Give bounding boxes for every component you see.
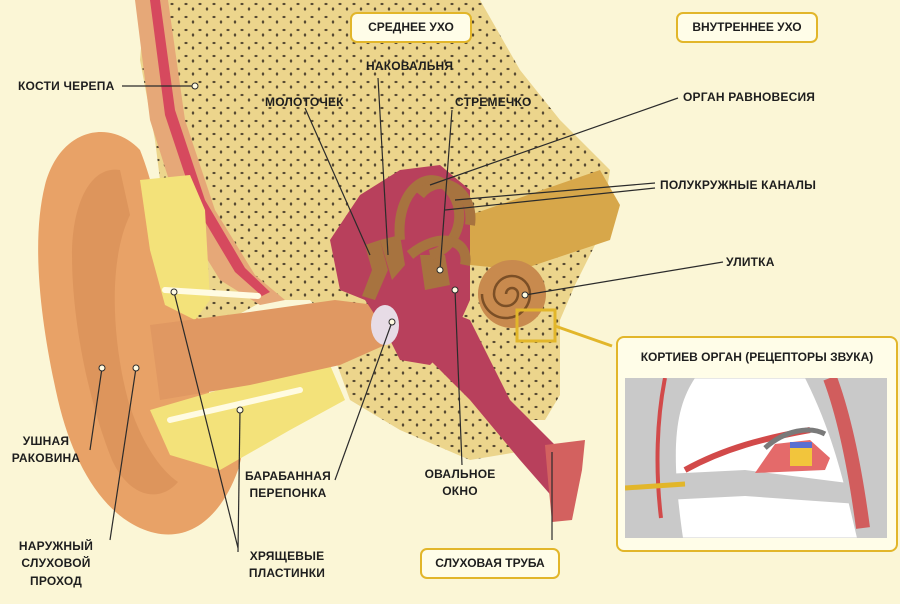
cartilage-plates	[140, 175, 345, 470]
skin-layer	[135, 0, 285, 305]
label-oval-window: ОВАЛЬНОЕ ОКНО	[418, 466, 502, 501]
label-auricle-line2: РАКОВИНА	[11, 451, 81, 466]
label-ear-canal: НАРУЖНЫЙ СЛУХОВОЙ ПРОХОД	[10, 538, 102, 590]
label-oval-window-line2: ОКНО	[442, 484, 478, 499]
organ-of-corti-illustration	[625, 378, 887, 538]
label-ear-canal-line3: ПРОХОД	[30, 573, 82, 588]
label-cochlea: УЛИТКА	[726, 255, 775, 269]
label-cartilage-plates: ХРЯЩЕВЫЕ ПЛАСТИНКИ	[244, 548, 330, 583]
semicircular-canals	[394, 175, 476, 266]
label-vestibular-organ: ОРГАН РАВНОВЕСИЯ	[683, 90, 816, 104]
label-eardrum-line2: ПЕРЕПОНКА	[249, 486, 327, 501]
cochlea	[478, 260, 546, 328]
label-malleus: МОЛОТОЧЕК	[265, 95, 344, 109]
ear-canal	[150, 300, 385, 400]
label-eardrum: БАРАБАННАЯ ПЕРЕПОНКА	[240, 468, 336, 503]
leader-lines	[89, 77, 724, 553]
middle-ear-header: СРЕДНЕЕ УХО	[350, 12, 472, 43]
label-skull-bones: КОСТИ ЧЕРЕПА	[18, 79, 115, 93]
label-incus: НАКОВАЛЬНЯ	[366, 59, 454, 73]
highlight-connector	[554, 324, 613, 348]
label-ear-canal-line1: НАРУЖНЫЙ	[18, 539, 94, 553]
label-semicircular-canals: ПОЛУКРУЖНЫЕ КАНАЛЫ	[660, 178, 817, 192]
label-oval-window-line1: ОВАЛЬНОЕ	[424, 467, 496, 481]
ossicles	[362, 235, 450, 300]
inset-title: КОРТИЕВ ОРГАН (РЕЦЕПТОРЫ ЗВУКА)	[640, 350, 874, 364]
label-ear-canal-line2: СЛУХОВОЙ	[21, 556, 91, 571]
inner-ear-header: ВНУТРЕННЕЕ УХО	[676, 12, 818, 43]
highlight-square	[515, 308, 557, 343]
label-eustachian-tube: СЛУХОВАЯ ТРУБА	[420, 548, 560, 579]
label-cartilage-line1: ХРЯЩЕВЫЕ	[249, 549, 325, 563]
label-stapes: СТРЕМЕЧКО	[455, 95, 532, 109]
eustachian-tube	[545, 440, 585, 522]
label-cartilage-line2: ПЛАСТИНКИ	[248, 566, 326, 581]
label-auricle-line1: УШНАЯ	[22, 434, 70, 448]
label-auricle: УШНАЯ РАКОВИНА	[8, 433, 84, 468]
organ-of-corti-inset: КОРТИЕВ ОРГАН (РЕЦЕПТОРЫ ЗВУКА)	[616, 336, 898, 552]
label-eardrum-line1: БАРАБАННАЯ	[245, 469, 331, 483]
leader-dots	[98, 82, 529, 414]
